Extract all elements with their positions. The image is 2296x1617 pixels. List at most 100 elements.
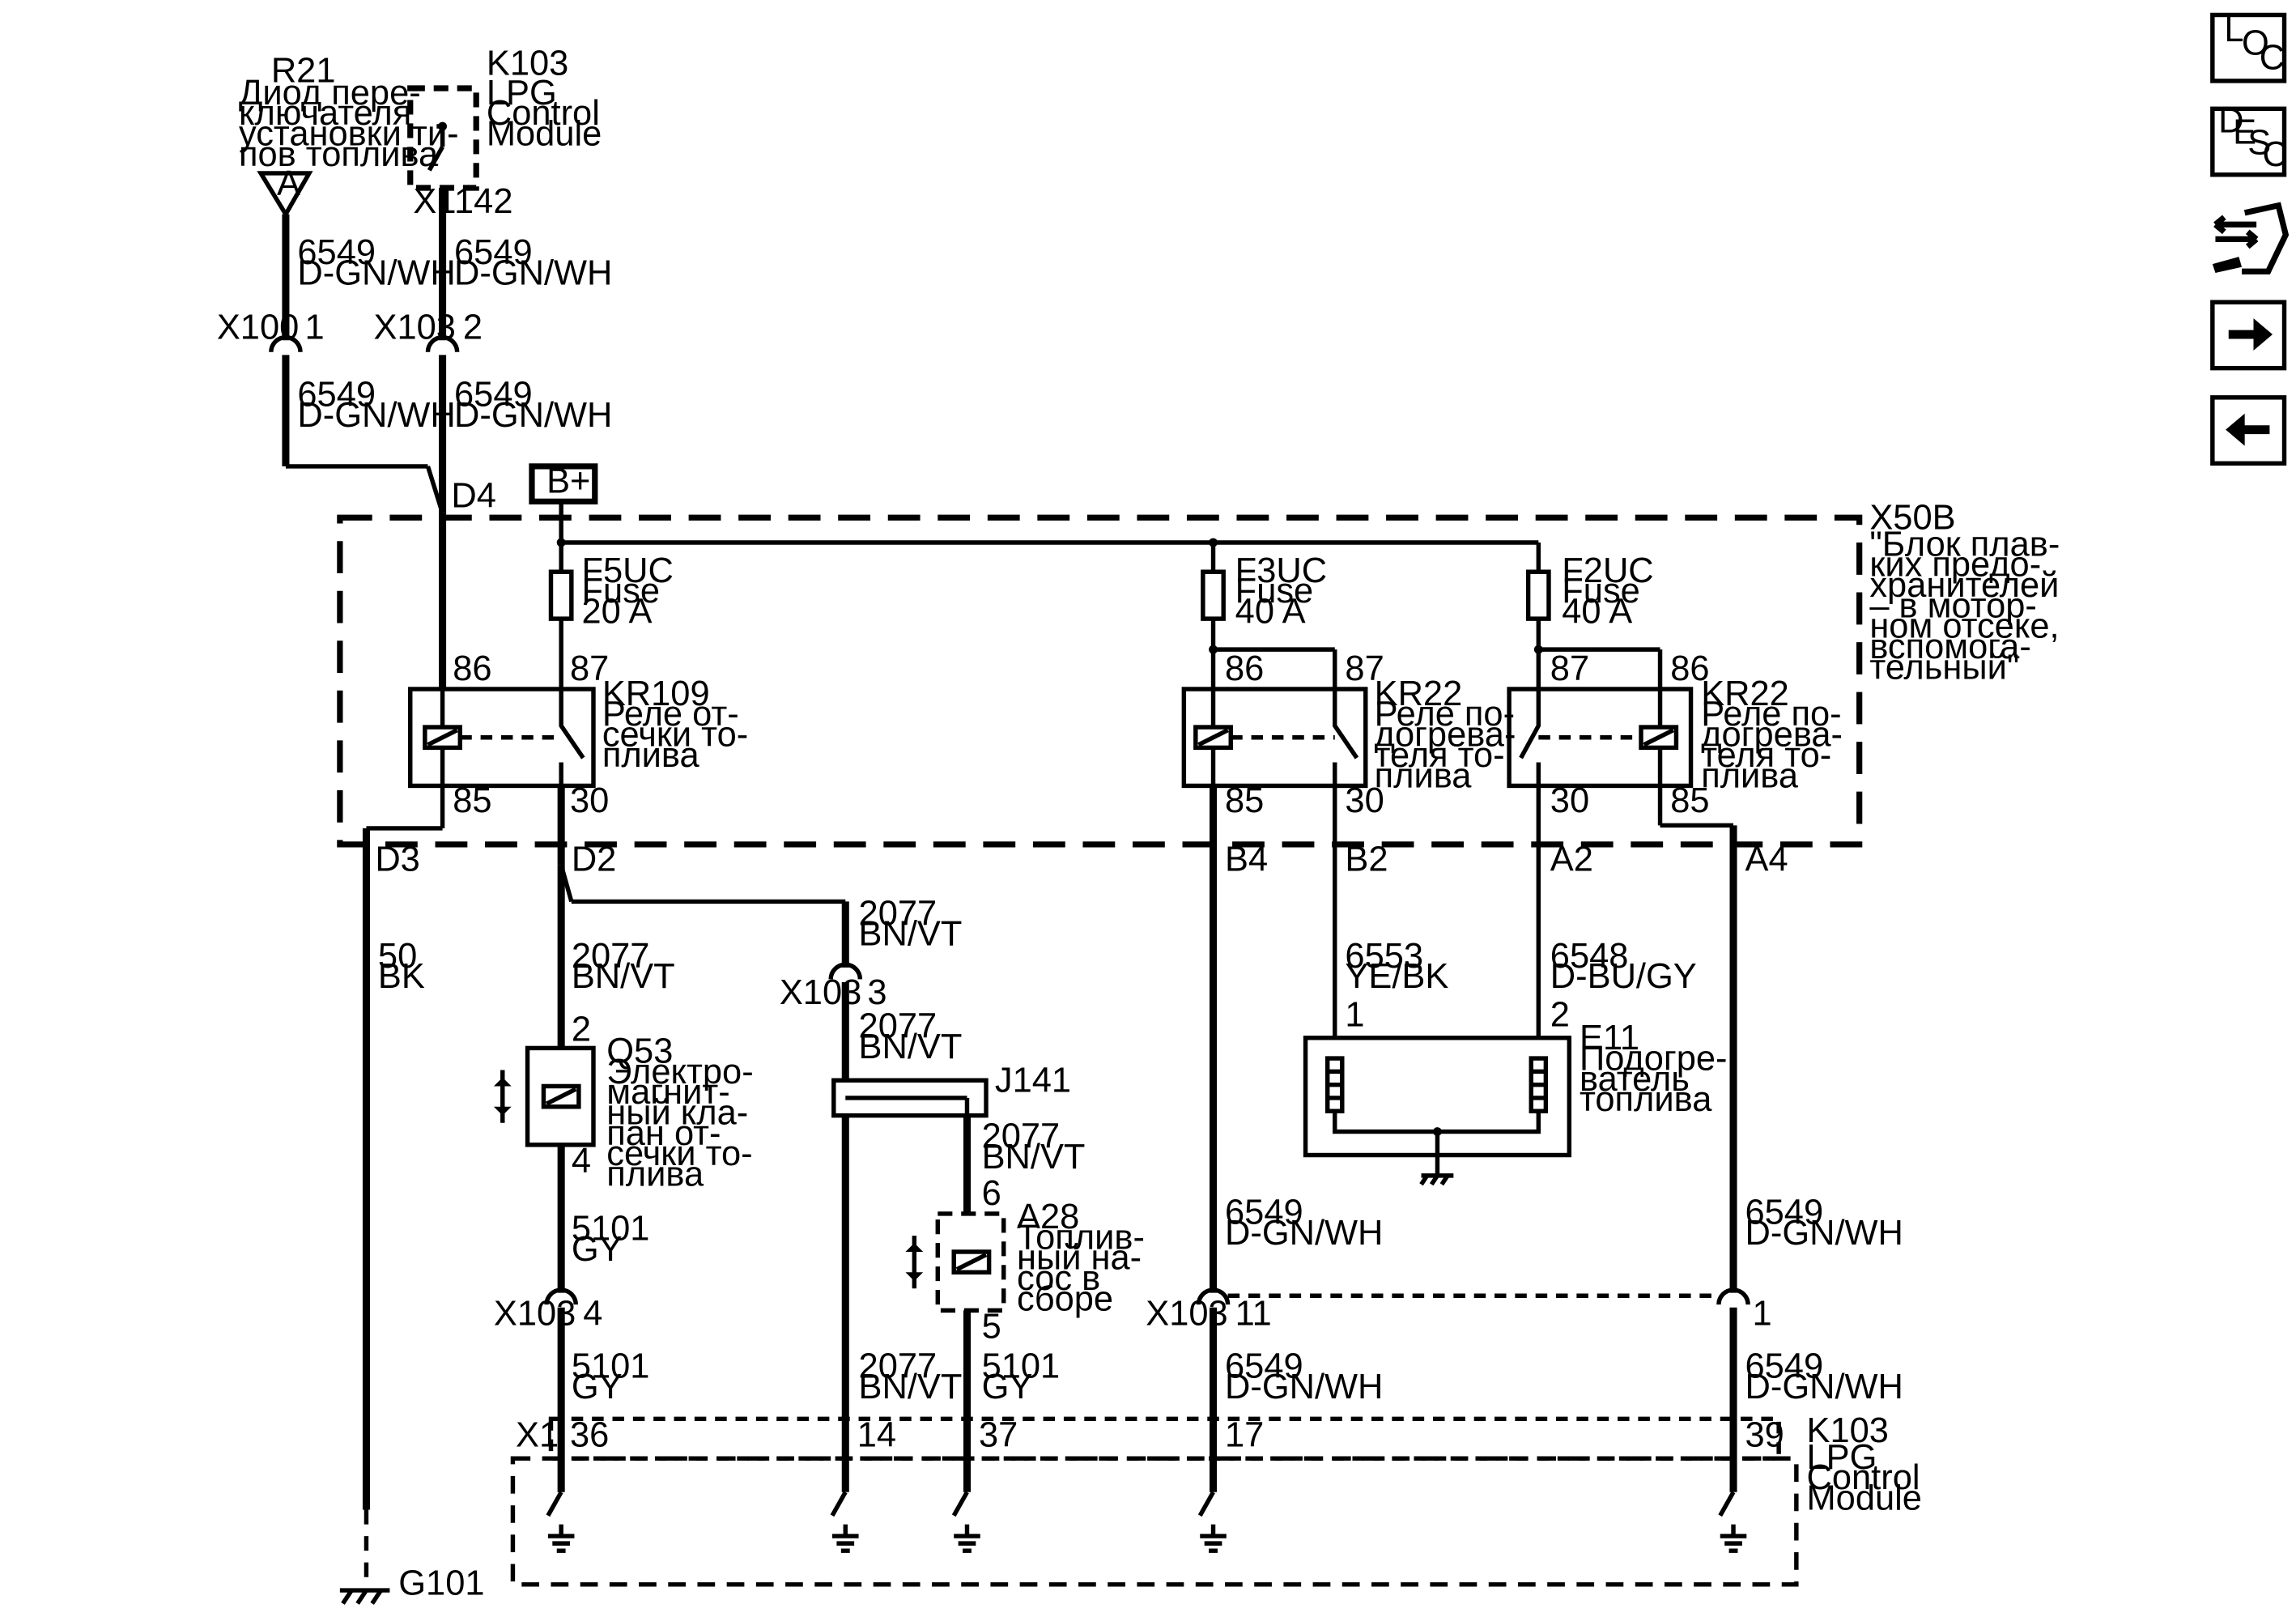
back-button[interactable] — [2210, 395, 2287, 466]
loc-button[interactable]: L O C — [2210, 11, 2287, 83]
diagram-label: 2 — [572, 1010, 591, 1049]
diagram-label: ный кла- — [606, 1094, 748, 1133]
diagram-label: L — [2224, 11, 2243, 49]
diagram-label: KR109 — [602, 674, 710, 713]
diagram-label: 6549 — [454, 233, 533, 272]
diagram-label: D-BU/GY — [1550, 957, 1697, 996]
connector-tool-icon[interactable] — [2212, 202, 2290, 274]
diagram-label: вспомога- — [1869, 628, 2030, 666]
diagram-label: B+ — [546, 462, 590, 500]
x103-connector-3: X103 3 — [780, 962, 887, 1012]
diagram-label: BN/VT — [859, 1028, 963, 1066]
diagram-label: Реле по- — [1701, 695, 1841, 734]
diagram-label: Module — [1807, 1479, 1922, 1518]
diagram-label: 6548 — [1550, 937, 1629, 976]
diagram-label: F5UC — [582, 551, 674, 590]
diagram-label: ном отсеке, — [1869, 607, 2059, 646]
diagram-label: 11 — [1235, 1294, 1272, 1333]
diagram-label: 87 — [1550, 649, 1589, 688]
diagram-label: 5101 — [572, 1209, 650, 1248]
diagram-label: J141 — [995, 1062, 1071, 1100]
f5uc-fuse: F5UC Fuse 20 A — [548, 543, 674, 689]
r21-component: R21 Диод пере- ключателя установки ти- п… — [239, 52, 459, 219]
diagram-label: F3UC — [1235, 551, 1327, 590]
diagram-label: пов топлива — [239, 135, 439, 174]
diagram-label: 2077 — [859, 1007, 938, 1046]
diagram-label: D-GN/WH — [297, 253, 455, 292]
diagram-label: 6549 — [1745, 1347, 1824, 1386]
diagram-label: 6549 — [1225, 1347, 1303, 1386]
diagram-label: 87 — [1345, 649, 1384, 688]
diagram-label: сечки то- — [606, 1134, 752, 1173]
diagram-label: K103 — [487, 45, 568, 83]
diagram-label: B2 — [1345, 840, 1388, 879]
diagram-label: D4 — [451, 477, 496, 516]
x103-connector-2: X103 2 — [374, 308, 483, 352]
diagram-label: 3 — [867, 973, 887, 1012]
diagram-label: D-GN/WH — [297, 396, 455, 435]
x50b-fuse-block-outline — [337, 514, 1863, 848]
r21-diode-symbol — [257, 171, 313, 219]
diagram-label: теля то- — [1701, 736, 1831, 775]
diagram-label: R21 — [271, 52, 336, 91]
diagram-label: D — [2218, 101, 2243, 140]
diagram-label: BK — [378, 957, 425, 996]
diagram-label: E — [2233, 113, 2256, 152]
diagram-label: 37 — [979, 1416, 1018, 1455]
diagram-label: D-GN/WH — [1225, 1368, 1383, 1406]
diagram-label: Fuse — [1235, 572, 1314, 611]
kr22-relay-b: 87 86 30 85 KR22 Реле по- догрева- теля … — [1507, 645, 1843, 820]
diagram-label: BN/VT — [982, 1138, 1086, 1177]
diagram-label: BN/VT — [859, 1368, 963, 1406]
diagram-label: 85 — [453, 781, 491, 820]
diagram-label: C — [2260, 38, 2285, 77]
diagram-label: 30 — [570, 781, 609, 820]
diagram-label: LPG — [487, 74, 557, 113]
diagram-label: 85 — [1225, 781, 1264, 820]
diagram-label: 6549 — [1225, 1194, 1303, 1232]
diagram-label: A — [277, 164, 300, 203]
diagram-label: – в мотор- — [1869, 586, 2037, 625]
diagram-label: плива — [602, 736, 700, 775]
diagram-label: 86 — [1225, 649, 1264, 688]
diagram-label: Диод пере- — [239, 74, 421, 113]
diagram-label: GY — [572, 1368, 623, 1406]
forward-button[interactable] — [2210, 300, 2287, 371]
diagram-label: GY — [572, 1230, 623, 1269]
diagram-label: D3 — [375, 840, 420, 879]
diagram-label: 6549 — [454, 376, 533, 415]
diagram-label: 6549 — [1745, 1194, 1824, 1232]
diagram-label: сос в — [1017, 1259, 1100, 1298]
diagram-label: D-GN/WH — [1745, 1214, 1903, 1253]
diagram-label: A2 — [1550, 840, 1593, 879]
diagram-label: Подогре- — [1580, 1040, 1727, 1079]
diagram-label: 39 — [1745, 1416, 1784, 1455]
diagram-label: догрева- — [1375, 716, 1516, 755]
diagram-label: 142 — [454, 182, 512, 221]
diagram-label: 2077 — [572, 937, 650, 976]
desc-button[interactable]: D E S C — [2210, 101, 2288, 177]
diagram-label: 4 — [572, 1142, 591, 1181]
diagram-label: Fuse — [1562, 572, 1640, 611]
diagram-label: 1 — [1753, 1294, 1772, 1333]
diagram-label: Control — [487, 94, 600, 133]
diagram-label: ный на- — [1017, 1239, 1142, 1278]
arrow-left-icon — [2226, 413, 2270, 446]
diagram-label: "Блок плав- — [1869, 525, 2060, 564]
diagram-label: ватель — [1580, 1060, 1690, 1099]
diagram-label: A28 — [1017, 1198, 1079, 1236]
diagram-label: 17 — [1225, 1416, 1264, 1455]
kr22-relay-a: 86 87 85 30 KR22 Реле по- догрева- теля … — [1181, 645, 1516, 820]
diagram-label: 86 — [1670, 649, 1709, 688]
diagram-label: Module — [487, 115, 602, 154]
diagram-label: 6553 — [1345, 937, 1423, 976]
diagram-label: Реле от- — [602, 695, 739, 734]
diagram-label: хранителей — [1869, 566, 2059, 605]
diagram-label: X103 — [374, 308, 456, 347]
diagram-label: 2077 — [859, 894, 938, 933]
k103-internal-switches — [546, 1491, 1747, 1553]
k103-top-component: K103 LPG Control Module X1 142 — [407, 45, 602, 221]
diagram-label: плива — [1701, 756, 1799, 795]
x50b-label: X50B "Блок плав- ких предо- хранителей –… — [1869, 499, 2060, 687]
diagram-label: 2 — [463, 308, 483, 347]
